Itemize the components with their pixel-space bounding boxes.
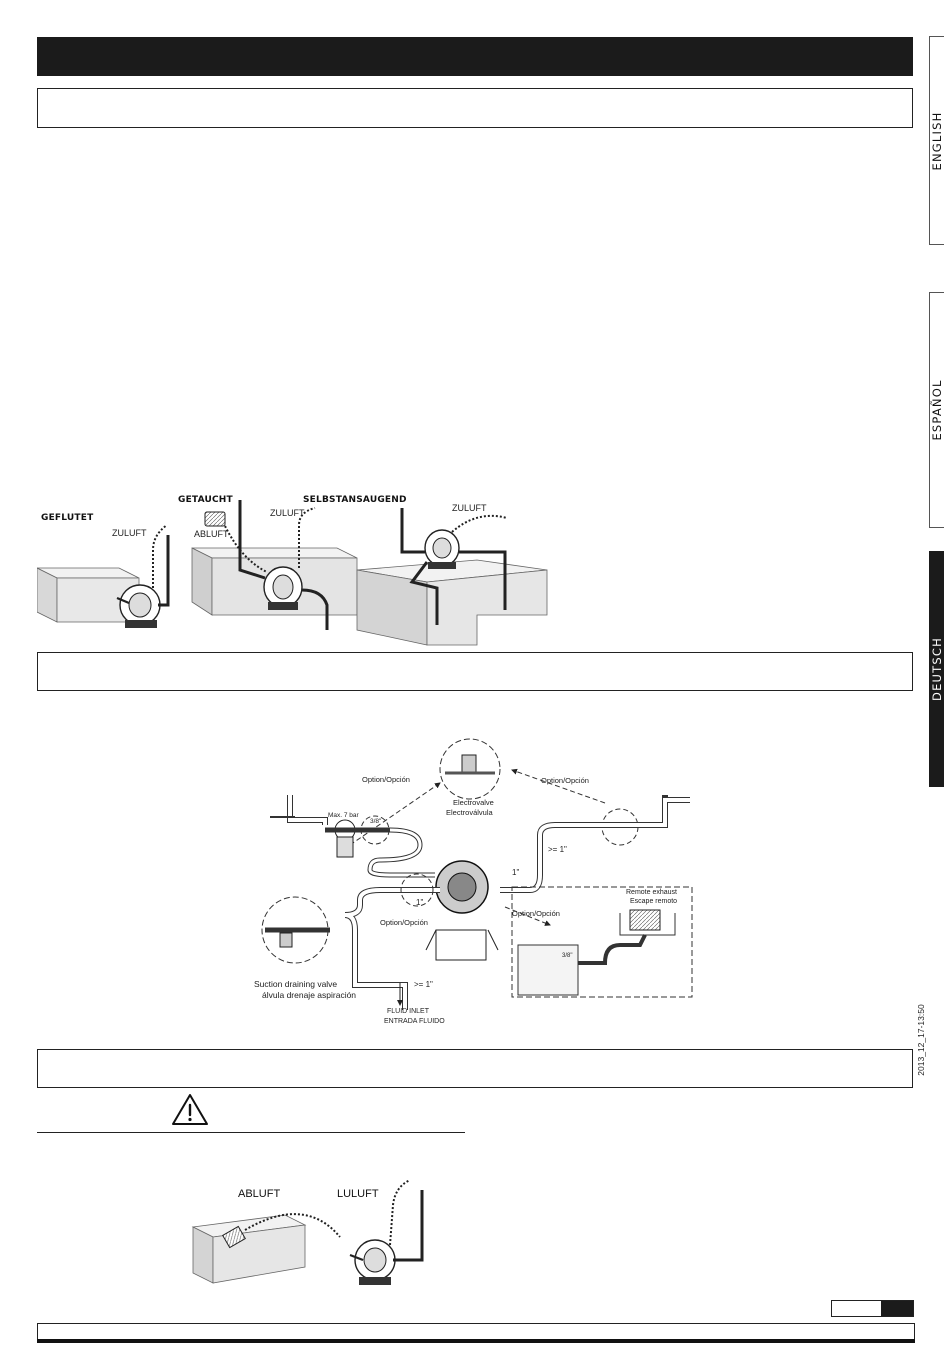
electrovalvula-label: Electroválvula	[446, 808, 493, 817]
mode-title-submerged: GETAUCHT	[178, 495, 233, 505]
size-1in-a: 1"	[512, 868, 520, 877]
suction-valve-label: Suction draining valve	[254, 979, 338, 989]
size-ge-1in-bottom: >= 1"	[414, 980, 433, 989]
header-bar	[37, 37, 913, 76]
remote-exhaust-label: Remote exhaust	[626, 889, 677, 896]
page-number-box	[831, 1300, 914, 1317]
air-size-label: 3/8"	[370, 818, 382, 825]
mode-title-flooded: GEFLUTET	[41, 513, 94, 523]
mode-self-priming-zuluft: ZULUFT	[452, 503, 487, 513]
tab-deutsch-label: DEUTSCH	[930, 637, 944, 701]
mode-submerged	[191, 500, 358, 630]
tab-espanol-label: ESPAÑOL	[930, 379, 944, 441]
tab-espanol[interactable]: ESPAÑOL	[929, 292, 944, 528]
mode-submerged-abluft: ABLUFT	[194, 529, 229, 539]
escape-remoto-label: Escape remoto	[630, 898, 678, 905]
section-heading-box-2	[37, 652, 913, 691]
mode-self-priming	[356, 508, 548, 646]
tab-deutsch[interactable]: DEUTSCH	[929, 551, 944, 787]
exhaust-size-label: 3/8"	[562, 953, 573, 959]
footer-rule	[37, 1339, 915, 1343]
entrada-fluido-label: ENTRADA FLUIDO	[384, 1018, 445, 1025]
warning-rule	[37, 1132, 465, 1133]
section-heading-box-1	[37, 88, 913, 128]
warning-figure	[191, 1179, 424, 1285]
fluid-inlet-label: FLUID INLET	[387, 1008, 430, 1015]
electrovalve-label: Electrovalve	[453, 798, 494, 807]
installation-modes-figure	[37, 500, 548, 646]
section-heading-box-3	[37, 1049, 913, 1088]
timestamp: 2013_12_17-13:50	[916, 1004, 931, 1075]
timestamp-text: 2013_12_17-13:50	[916, 1004, 926, 1076]
max-pressure-label: Max. 7 bar	[328, 812, 359, 819]
option-left: Option/Opción	[362, 775, 410, 784]
valvula-drenaje-label: álvula drenaje aspiración	[262, 990, 357, 1000]
option-lower: Option/Opción	[380, 918, 428, 927]
mode-flooded	[37, 524, 170, 628]
option-right: Option/Opción	[541, 776, 589, 785]
tab-english-label: ENGLISH	[930, 111, 944, 170]
option-mid: Option/Opción	[512, 909, 560, 918]
size-1in-b: 1"	[416, 898, 424, 907]
mode-flooded-zuluft: ZULUFT	[112, 528, 147, 538]
footer-frame	[37, 1323, 915, 1341]
warning-abluft: ABLUFT	[238, 1188, 281, 1200]
size-ge-1in-right: >= 1"	[548, 845, 567, 854]
warning-luluft: LULUFT	[337, 1188, 379, 1200]
warning-icon	[172, 1094, 208, 1125]
mode-submerged-zuluft: ZULUFT	[270, 508, 305, 518]
connection-diagram	[261, 738, 693, 1010]
mode-title-self-priming: SELBSTANSAUGEND	[303, 495, 407, 505]
tab-english[interactable]: ENGLISH	[929, 36, 944, 245]
